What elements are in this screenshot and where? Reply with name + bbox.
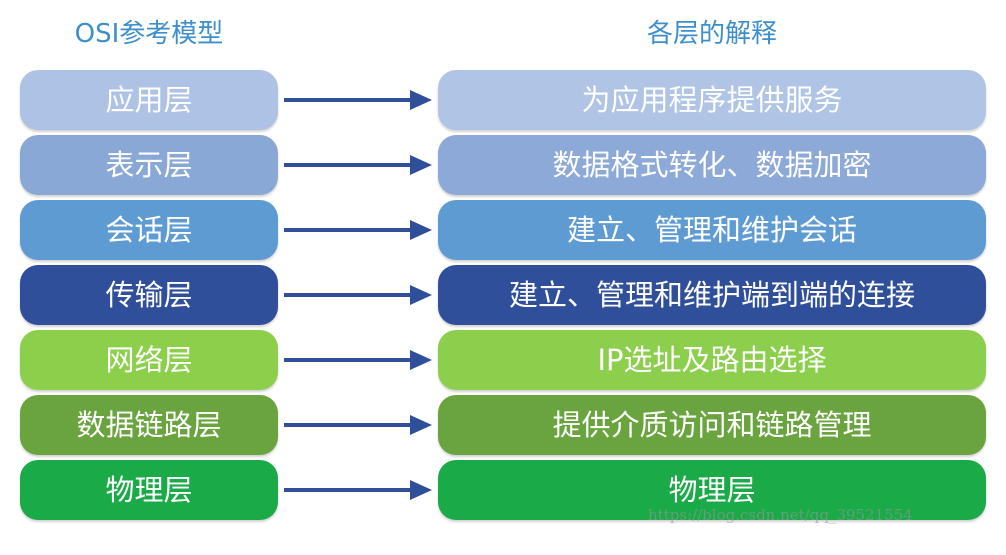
layer-row: 数据链路层 提供介质访问和链路管理 — [0, 395, 1006, 455]
layer-description-box: IP选址及路由选择 — [438, 330, 986, 390]
arrow-right-icon — [284, 155, 432, 175]
layer-description-box: 为应用程序提供服务 — [438, 70, 986, 130]
layer-name-box: 会话层 — [20, 200, 278, 260]
layer-name-box: 物理层 — [20, 460, 278, 520]
layer-name-box: 传输层 — [20, 265, 278, 325]
arrow-right-icon — [284, 220, 432, 240]
arrow-right-icon — [284, 415, 432, 435]
layer-name-box: 数据链路层 — [20, 395, 278, 455]
layer-description-box: 建立、管理和维护端到端的连接 — [438, 265, 986, 325]
arrow-right-icon — [284, 350, 432, 370]
layer-description-box: 提供介质访问和链路管理 — [438, 395, 986, 455]
layer-name-box: 应用层 — [20, 70, 278, 130]
layer-description-box: 物理层 — [438, 460, 986, 520]
layer-row: 网络层 IP选址及路由选择 — [0, 330, 1006, 390]
layer-row: 会话层 建立、管理和维护会话 — [0, 200, 1006, 260]
layer-row: 传输层 建立、管理和维护端到端的连接 — [0, 265, 1006, 325]
layer-name-box: 网络层 — [20, 330, 278, 390]
layer-row: 物理层 物理层 — [0, 460, 1006, 520]
arrow-right-icon — [284, 90, 432, 110]
layer-name-box: 表示层 — [20, 135, 278, 195]
osi-model-heading: OSI参考模型 — [74, 19, 224, 49]
layer-description-box: 数据格式转化、数据加密 — [438, 135, 986, 195]
layer-description-box: 建立、管理和维护会话 — [438, 200, 986, 260]
layer-row: 应用层 为应用程序提供服务 — [0, 70, 1006, 130]
arrow-right-icon — [284, 480, 432, 500]
layer-explanation-heading: 各层的解释 — [646, 19, 777, 49]
watermark: https://blog.csdn.net/qq_39521554 — [648, 506, 913, 524]
layer-row: 表示层 数据格式转化、数据加密 — [0, 135, 1006, 195]
arrow-right-icon — [284, 285, 432, 305]
